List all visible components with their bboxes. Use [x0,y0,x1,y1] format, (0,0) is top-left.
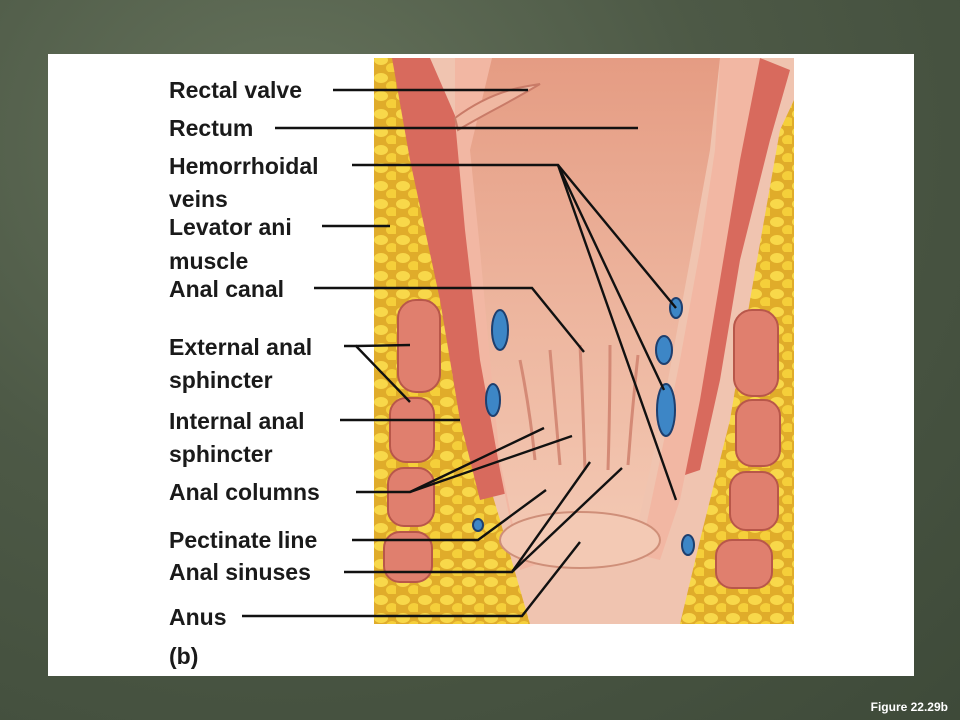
label-anus: Anus [169,604,227,630]
label-levator-ani-1: Levator ani [169,214,292,240]
label-external-anal-sphincter-2: sphincter [169,367,273,393]
label-levator-ani-2: muscle [169,248,249,274]
label-rectum: Rectum [169,115,254,141]
left-external-sphincter [383,299,441,583]
rectal-valve-fold [453,83,541,132]
anus-opening [499,511,661,569]
label-internal-anal-sphincter-2: sphincter [169,441,273,467]
panel-letter: (b) [169,643,199,669]
label-anal-canal: Anal canal [169,276,285,302]
label-pectinate-line: Pectinate line [169,527,318,553]
figure-number: Figure 22.29b [870,700,948,714]
label-hemorrhoidal-veins-1: Hemorrhoidal [169,153,319,179]
anal-columns [518,344,640,471]
label-hemorrhoidal-veins-2: veins [169,186,228,212]
label-anal-columns: Anal columns [169,479,320,505]
label-internal-anal-sphincter-1: Internal anal [169,408,305,434]
right-external-sphincter [715,309,781,589]
label-anal-sinuses: Anal sinuses [169,559,311,585]
label-external-anal-sphincter-1: External anal [169,334,313,360]
label-rectal-valve: Rectal valve [169,77,302,103]
leader-lines [242,88,678,618]
